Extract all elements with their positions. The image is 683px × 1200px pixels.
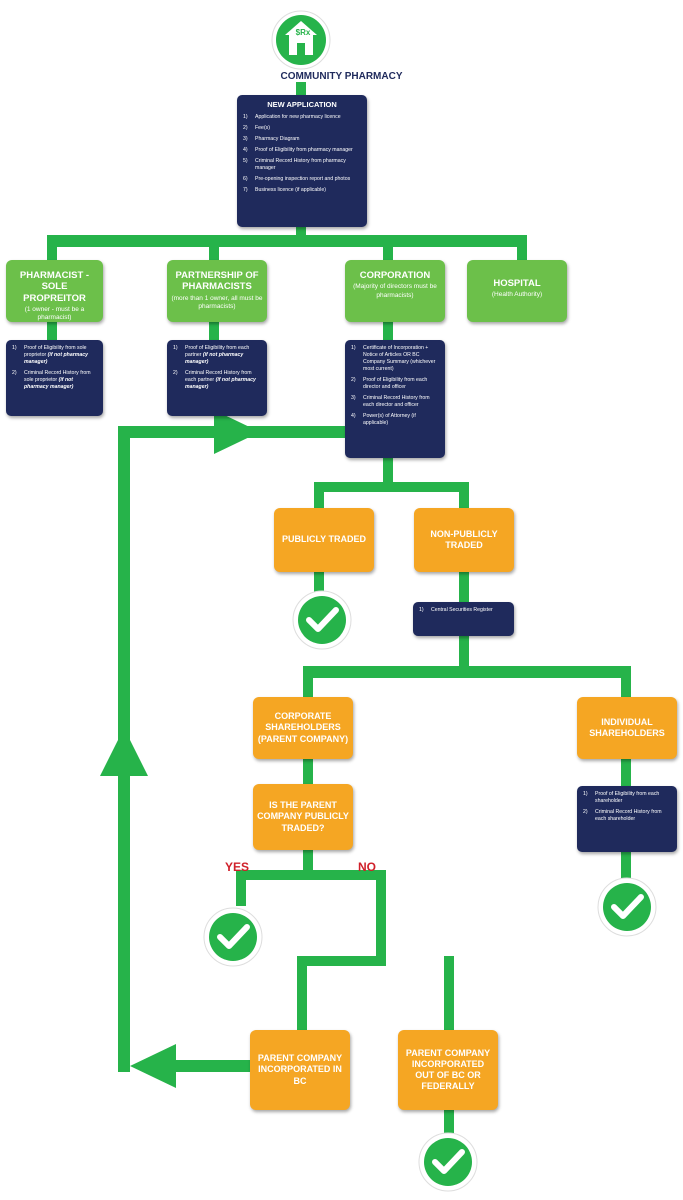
checkmark-icon (292, 590, 352, 650)
list-item: 1)Central Securities Register (419, 607, 493, 613)
list-item: 3)Criminal Record History from each dire… (351, 395, 430, 409)
yes-label: YES (225, 860, 250, 874)
list-item: 2)Proof of Eligibility from each directo… (351, 377, 428, 391)
no-label: NO (358, 860, 376, 874)
list-item: 4)Power(s) of Attorney (if applicable) (351, 413, 416, 427)
non-publicly-traded-box: NON-PUBLICLY TRADED (414, 508, 514, 572)
page-title: COMMUNITY PHARMACY (280, 71, 403, 82)
list-item: 1)Proof of Eligibility from sole proprie… (12, 345, 89, 366)
corporate-shareholders-box: CORPORATE SHAREHOLDERS (PARENT COMPANY) (253, 697, 353, 759)
sole-proprietor-box: PHARMACIST - SOLE PROPREITOR (1 owner - … (6, 260, 103, 322)
partnership-box: PARTNERSHIP OF PHARMACISTS (more than 1 … (167, 260, 267, 322)
parent-publicly-traded-question: IS THE PARENT COMPANY PUBLICLY TRADED? (253, 784, 353, 850)
hospital-box: HOSPITAL (Health Authority) (467, 260, 567, 322)
list-item: 1)Application for new pharmacy licence (243, 114, 341, 120)
list-item: 2)Criminal Record History from each part… (173, 370, 256, 391)
corporation-docs: 1)Certificate of Incorporation + Notice … (345, 340, 445, 458)
list-item: 2)Criminal Record History from each shar… (583, 809, 662, 823)
list-item: 1)Proof of Eligibility from each shareho… (583, 791, 660, 805)
checkmark-icon (203, 907, 263, 967)
checkmark-icon (597, 877, 657, 937)
individual-shareholders-box: INDIVIDUAL SHAREHOLDERS (577, 697, 677, 759)
rx-label: $Rx (295, 28, 311, 37)
new-application-box: NEW APPLICATION 1)Application for new ph… (237, 95, 367, 227)
parent-out-of-bc-box: PARENT COMPANY INCORPORATED OUT OF BC OR… (398, 1030, 498, 1110)
sole-proprietor-docs: 1)Proof of Eligibility from sole proprie… (6, 340, 103, 416)
list-item: 7)Business licence (if applicable) (243, 187, 326, 194)
list-item: 2)Criminal Record History from sole prop… (12, 370, 91, 391)
list-item: 6)Pre-opening inspection report and phot… (243, 176, 351, 183)
individual-shareholder-docs: 1)Proof of Eligibility from each shareho… (577, 786, 677, 852)
list-item: 1)Proof of Eligibility from each partner… (173, 345, 250, 366)
home-rx-icon (271, 10, 331, 70)
list-item: 4)Proof of Eligibility from pharmacy man… (243, 147, 353, 154)
list-item: 3)Pharmacy Diagram (243, 136, 300, 143)
central-register-docs: 1)Central Securities Register (413, 602, 514, 636)
new-application-list: 1)Application for new pharmacy licence 2… (243, 114, 361, 194)
list-item: 1)Certificate of Incorporation + Notice … (351, 345, 436, 373)
new-application-heading: NEW APPLICATION (267, 100, 337, 109)
parent-in-bc-box: PARENT COMPANY INCORPORATED IN BC (250, 1030, 350, 1110)
partnership-docs: 1)Proof of Eligibility from each partner… (167, 340, 267, 416)
corporation-box: CORPORATION (Majority of directors must … (345, 260, 445, 322)
publicly-traded-box: PUBLICLY TRADED (274, 508, 374, 572)
checkmark-icon (418, 1132, 478, 1192)
list-item: 5)Criminal Record History from pharmacy … (243, 158, 346, 172)
list-item: 2)Fee(s) (243, 125, 270, 132)
